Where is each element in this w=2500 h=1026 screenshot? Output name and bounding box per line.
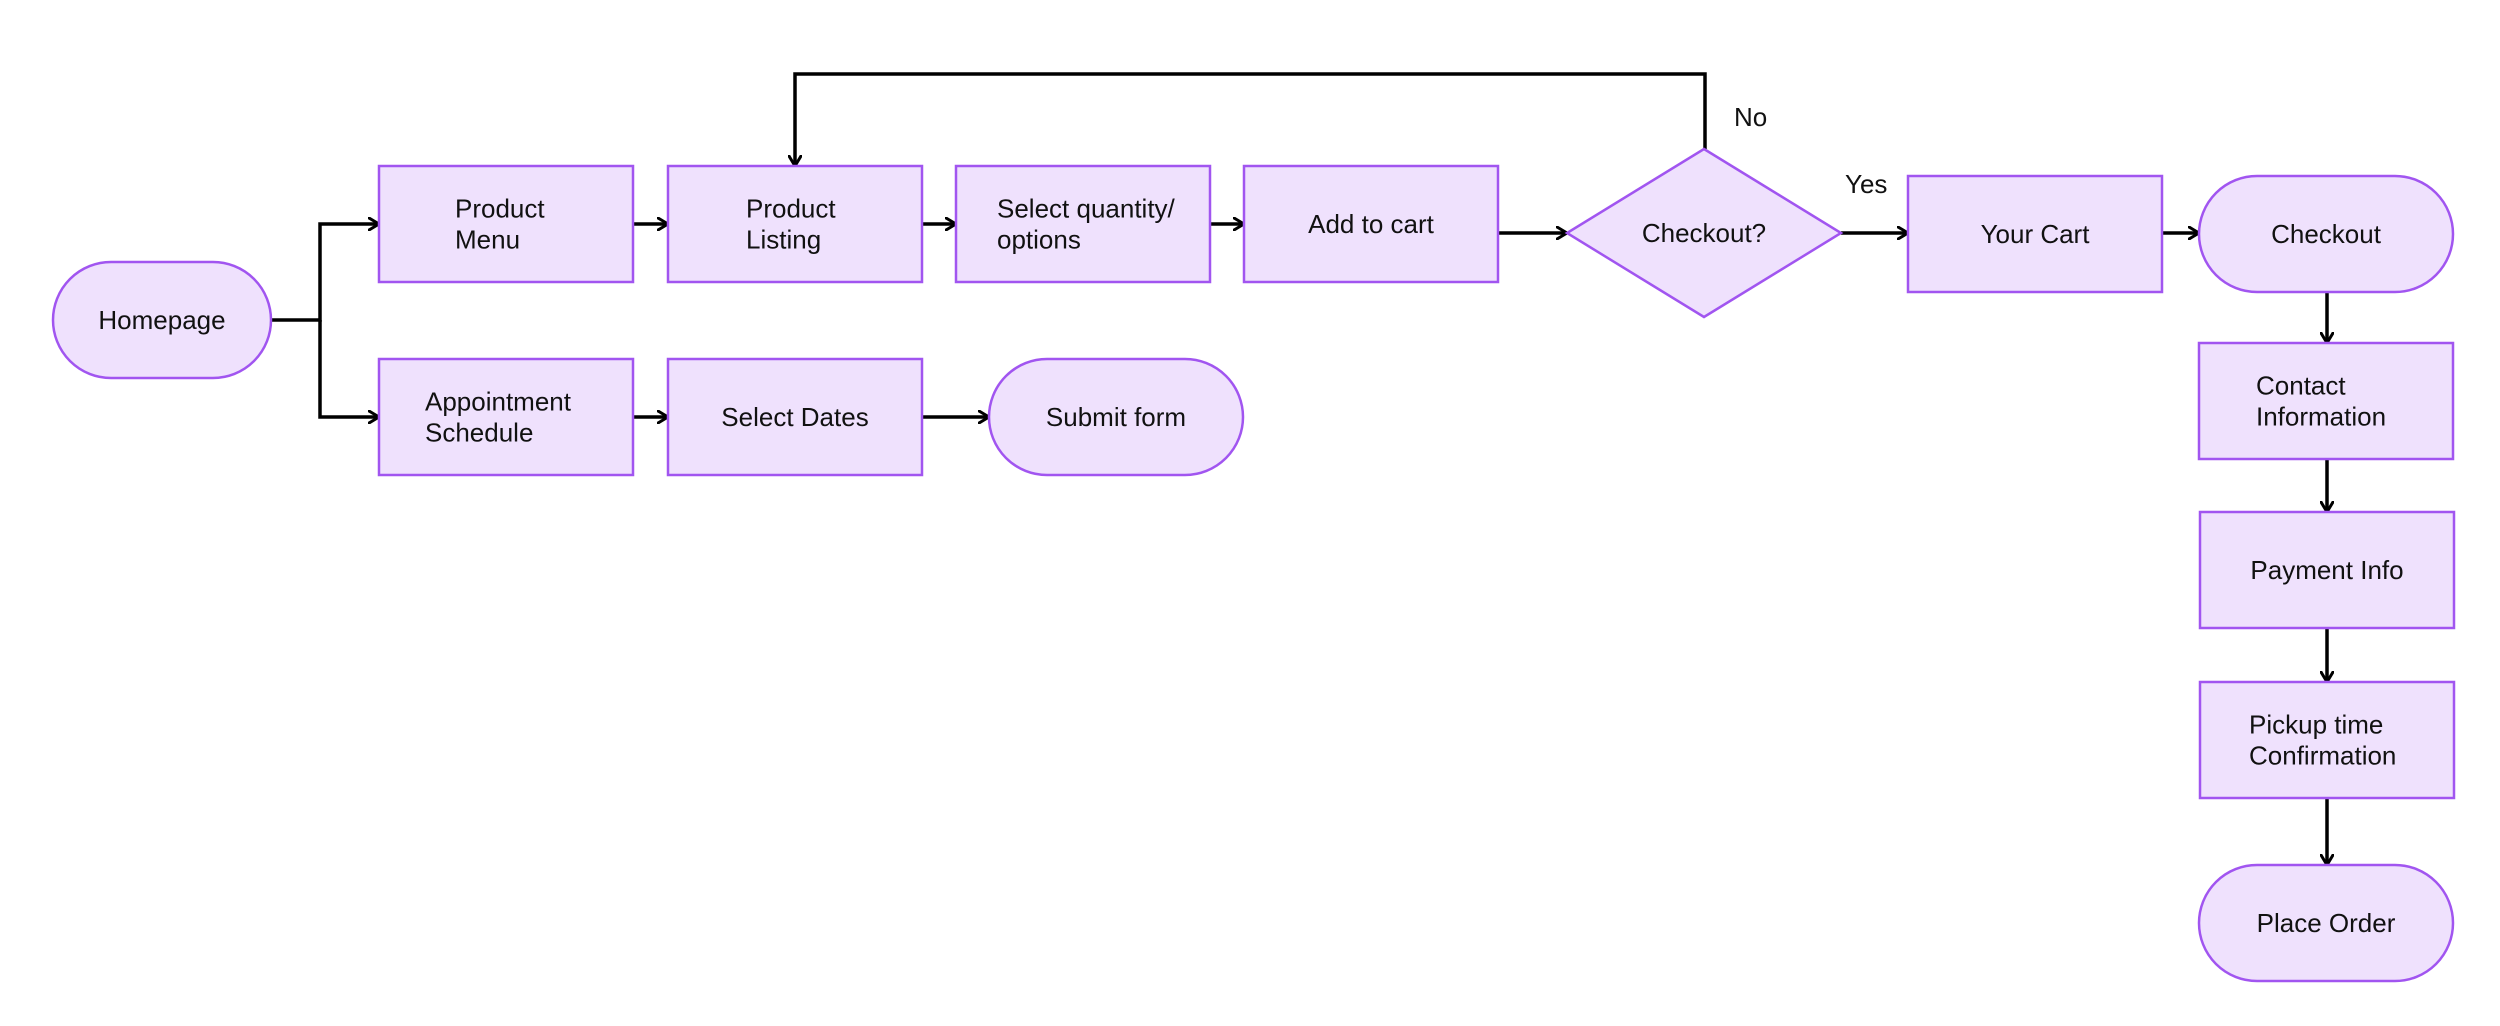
node-add-to-cart[interactable]: Add to cart [1242, 164, 1500, 284]
node-shape-process [2198, 680, 2456, 800]
node-select-dates[interactable]: Select Dates [666, 357, 924, 477]
node-shape-decision [1564, 147, 1844, 319]
edge-label-no: No [1734, 102, 1767, 132]
node-checkout[interactable]: Checkout [2197, 174, 2455, 294]
node-shape-process [377, 164, 635, 284]
node-select-quantity[interactable]: Select quantity/options [954, 164, 1212, 284]
node-label: Add to cart [1308, 209, 1435, 239]
node-homepage[interactable]: Homepage [51, 260, 273, 380]
node-label: Submit form [1046, 402, 1186, 432]
node-shape-terminal [51, 260, 273, 380]
node-shape-process [2198, 510, 2456, 630]
node-shape-process [666, 164, 924, 284]
node-label: Product [746, 194, 836, 224]
node-shape-terminal [987, 357, 1245, 477]
node-label: Payment Info [2250, 555, 2403, 585]
node-label: Homepage [98, 305, 225, 335]
node-checkout-decision[interactable]: Checkout? [1564, 147, 1844, 319]
node-shape-process [954, 164, 1212, 284]
node-shape-process [377, 357, 635, 477]
node-label: Pickup time [2249, 710, 2383, 740]
node-label: Select Dates [721, 402, 868, 432]
node-submit-form[interactable]: Submit form [987, 357, 1245, 477]
node-label: Select quantity/ [997, 194, 1176, 224]
node-label: Appointment [425, 387, 572, 417]
node-payment-info[interactable]: Payment Info [2198, 510, 2456, 630]
node-label: options [997, 225, 1081, 255]
nodes: HomepageProductMenuProductListingSelect … [51, 147, 2456, 983]
node-shape-process [2197, 341, 2455, 461]
node-label: Menu [455, 225, 520, 255]
node-your-cart[interactable]: Your Cart [1906, 174, 2164, 294]
node-label: Place Order [2257, 908, 2396, 938]
node-shape-terminal [2197, 174, 2455, 294]
edge-labels: Yes No [1734, 102, 1887, 199]
node-label: Contact [2256, 371, 2346, 401]
node-label: Information [2256, 402, 2386, 432]
node-label: Schedule [425, 418, 533, 448]
edge-label-yes: Yes [1845, 169, 1887, 199]
edge-checkout-decision-to-product-listing [795, 72, 1707, 166]
edge-homepage-to-product-menu [271, 224, 379, 322]
node-label: Your Cart [1981, 219, 2091, 249]
edge-homepage-to-appointment-schedule [318, 320, 379, 417]
node-shape-terminal [2197, 863, 2455, 983]
node-label: Listing [746, 225, 821, 255]
node-shape-process [1242, 164, 1500, 284]
node-label: Checkout [2271, 219, 2382, 249]
edges [271, 72, 2327, 865]
node-label: Confirmation [2249, 741, 2396, 771]
node-place-order[interactable]: Place Order [2197, 863, 2455, 983]
node-shape-process [1906, 174, 2164, 294]
node-shape-process [666, 357, 924, 477]
node-label: Product [455, 194, 545, 224]
node-label: Checkout? [1642, 218, 1766, 248]
